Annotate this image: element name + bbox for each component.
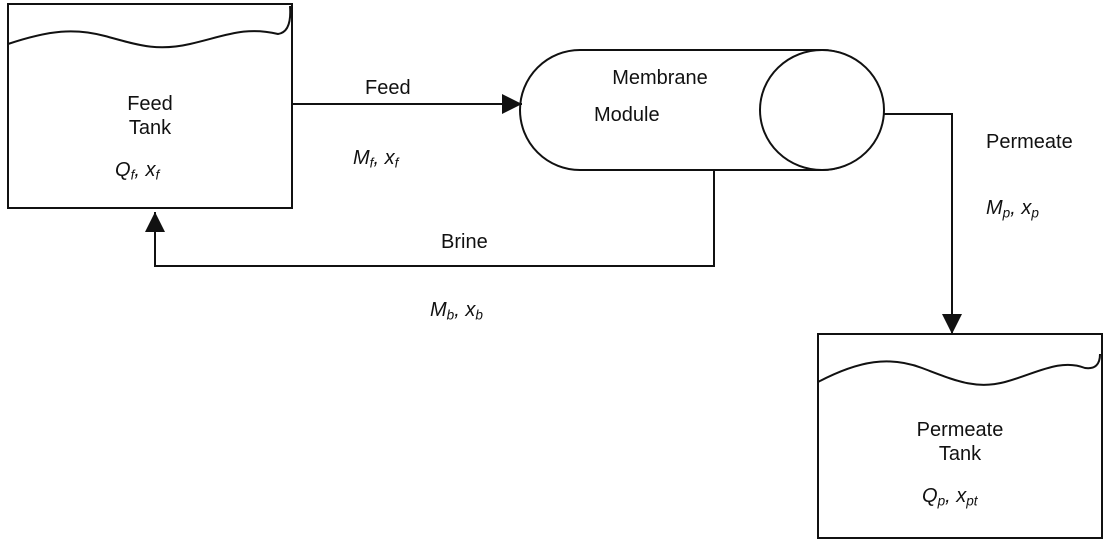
separator: , (1010, 197, 1022, 219)
membrane-module (519, 49, 885, 171)
permeate-tank-q-subscript: p (937, 493, 946, 509)
brine-stream-label: Brine (441, 231, 488, 253)
feed-tank-label-line1: Feed (127, 93, 173, 115)
membrane-module-label-line2: Module (594, 104, 660, 126)
permeate-tank (817, 333, 1103, 539)
permeate-tank-variables: Qp, xpt (922, 484, 978, 510)
permeate-stream-x-subscript: p (1031, 205, 1039, 221)
brine-stream-x-symbol: x (465, 299, 476, 321)
feed-tank-liquid-surface (7, 5, 292, 49)
feed-stream-x-subscript: f (394, 155, 399, 171)
feed-tank-x-subscript: f (155, 167, 160, 183)
brine-stream-m-subscript: b (446, 307, 455, 323)
feed-tank-x-symbol: x (145, 159, 156, 181)
separator: , (945, 485, 957, 507)
permeate-tank-x-symbol: x (956, 485, 967, 507)
permeate-tank-label-line2: Tank (938, 443, 982, 465)
brine-stream-arrow (145, 170, 715, 267)
separator: , (373, 147, 385, 169)
feed-stream-label: Feed (365, 77, 411, 99)
permeate-stream-m-symbol: M (986, 197, 1003, 219)
feed-stream-variables: Mf, xf (353, 146, 398, 172)
feed-tank-q-subscript: f (130, 167, 135, 183)
membrane-module-end-cap (759, 49, 885, 171)
permeate-stream-label: Permeate (986, 131, 1073, 153)
permeate-stream-m-subscript: p (1002, 205, 1011, 221)
feed-tank-label-line2: Tank (128, 117, 172, 139)
permeate-stream-variables: Mp, xp (986, 196, 1039, 222)
brine-stream-m-symbol: M (430, 299, 447, 321)
feed-stream-m-subscript: f (369, 155, 374, 171)
permeate-tank-liquid-surface (817, 353, 1101, 386)
permeate-tank-label-line1: Permeate (916, 419, 1004, 441)
feed-tank-variables: Qf, xf (115, 158, 159, 184)
feed-tank (7, 3, 293, 209)
feed-tank-label: Feed Tank (100, 92, 200, 140)
permeate-stream-arrow (884, 113, 962, 334)
brine-stream-variables: Mb, xb (430, 298, 483, 324)
separator: , (134, 159, 146, 181)
feed-stream-x-symbol: x (384, 147, 395, 169)
brine-stream-x-subscript: b (475, 307, 483, 323)
permeate-stream-x-symbol: x (1021, 197, 1032, 219)
permeate-tank-x-subscript: pt (966, 493, 978, 509)
feed-stream-m-symbol: M (353, 147, 370, 169)
membrane-module-label-line1: Membrane (612, 67, 708, 89)
permeate-tank-q-symbol: Q (922, 485, 938, 507)
feed-tank-q-symbol: Q (115, 159, 131, 181)
separator: , (454, 299, 466, 321)
permeate-tank-label: Permeate Tank (900, 418, 1020, 466)
